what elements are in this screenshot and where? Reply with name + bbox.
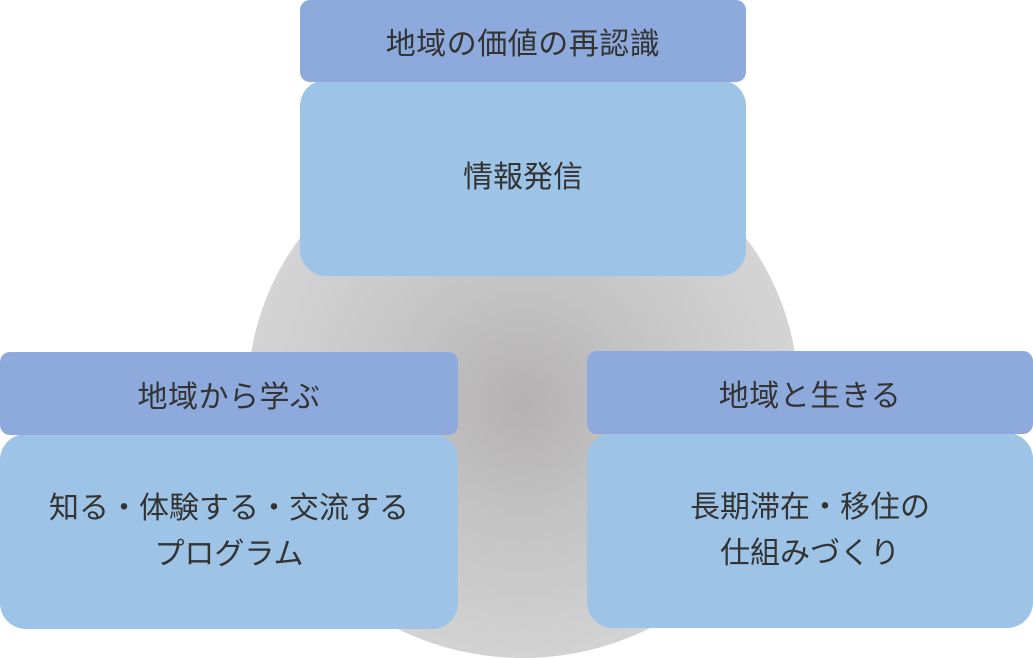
group-left-line-2: プログラム <box>154 536 304 572</box>
group-left-line-1: 知る・体験する・交流する <box>49 490 409 526</box>
group-right: 地域と生きる 長期滞在・移住の 仕組みづくり <box>587 351 1033 628</box>
group-right-line-1: 長期滞在・移住の <box>690 489 930 525</box>
group-right-body: 長期滞在・移住の 仕組みづくり <box>587 433 1033 628</box>
group-left: 地域から学ぶ 知る・体験する・交流する プログラム <box>0 352 458 629</box>
group-top-header: 地域の価値の再認識 <box>300 0 746 82</box>
group-top: 地域の価値の再認識 情報発信 <box>300 0 746 276</box>
group-top-body: 情報発信 <box>300 80 746 276</box>
group-right-line-2: 仕組みづくり <box>720 535 900 571</box>
group-right-header: 地域と生きる <box>587 351 1033 434</box>
group-left-header: 地域から学ぶ <box>0 352 458 435</box>
group-left-body: 知る・体験する・交流する プログラム <box>0 434 458 629</box>
group-top-line-1: 情報発信 <box>463 160 583 195</box>
